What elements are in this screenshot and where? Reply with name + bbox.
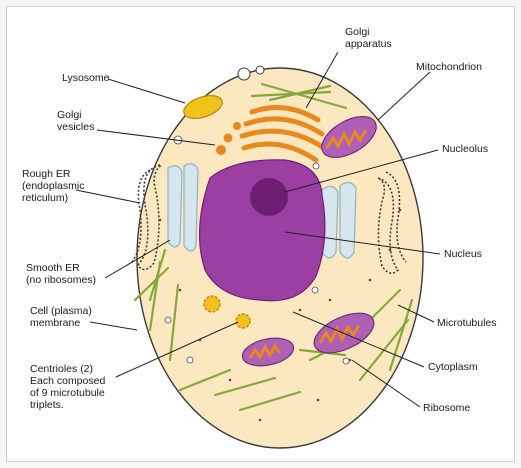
label-centrioles: Centrioles (2) Each composed of 9 microt… xyxy=(30,363,108,411)
label-cytoplasm: Cytoplasm xyxy=(428,361,478,373)
label-cell-membrane: Cell (plasma) membrane xyxy=(30,305,95,329)
label-microtubules: Microtubules xyxy=(437,317,497,329)
membrane-vesicle xyxy=(256,66,264,74)
label-nucleolus: Nucleolus xyxy=(442,143,488,155)
label-nucleus: Nucleus xyxy=(444,248,482,260)
label-smooth-er: Smooth ER (no ribosomes) xyxy=(26,262,96,286)
label-mitochondrion: Mitochondrion xyxy=(416,61,482,73)
membrane-vesicle xyxy=(238,68,250,80)
label-lysosome: Lysosome xyxy=(62,72,110,84)
nucleolus-shape xyxy=(250,178,288,216)
label-ribosome: Ribosome xyxy=(423,402,470,414)
label-rough-er: Rough ER (endoplasmic reticulum) xyxy=(22,168,87,204)
label-golgi-apparatus: Golgi apparatus xyxy=(345,26,392,50)
label-golgi-vesicles: Golgi vesicles xyxy=(57,109,94,133)
